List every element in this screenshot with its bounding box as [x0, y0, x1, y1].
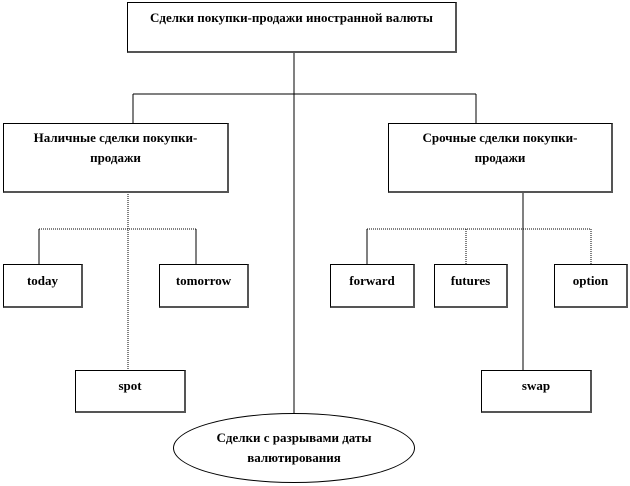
spot-node: spot	[75, 370, 186, 413]
tomorrow-node: tomorrow	[159, 264, 249, 308]
swap-node: swap	[481, 370, 592, 413]
option-node: option	[554, 264, 628, 308]
futures-label: futures	[450, 272, 491, 288]
root-node: Сделки покупки-продажи иностранной валют…	[127, 2, 457, 53]
today-label: today	[26, 272, 59, 288]
forward-deals-node: Срочные сделки покупки-продажи	[388, 123, 613, 193]
gap-deals-label: Сделки с разрывами даты валютирования	[216, 430, 372, 465]
forward-deals-label: Срочные сделки покупки-продажи	[422, 130, 578, 165]
gap-deals-node: Сделки с разрывами даты валютирования	[173, 413, 415, 483]
futures-node: futures	[434, 264, 508, 308]
option-label: option	[572, 272, 609, 288]
today-node: today	[3, 264, 83, 308]
swap-label: swap	[521, 378, 551, 393]
forward-label: forward	[349, 272, 395, 288]
spot-label: spot	[118, 378, 142, 393]
root-label: Сделки покупки-продажи иностранной валют…	[150, 10, 433, 25]
cash-deals-label: Наличные сделки покупки-продажи	[33, 130, 198, 165]
tomorrow-label: tomorrow	[175, 272, 232, 288]
cash-deals-node: Наличные сделки покупки-продажи	[3, 123, 229, 193]
forward-node: forward	[330, 264, 415, 308]
